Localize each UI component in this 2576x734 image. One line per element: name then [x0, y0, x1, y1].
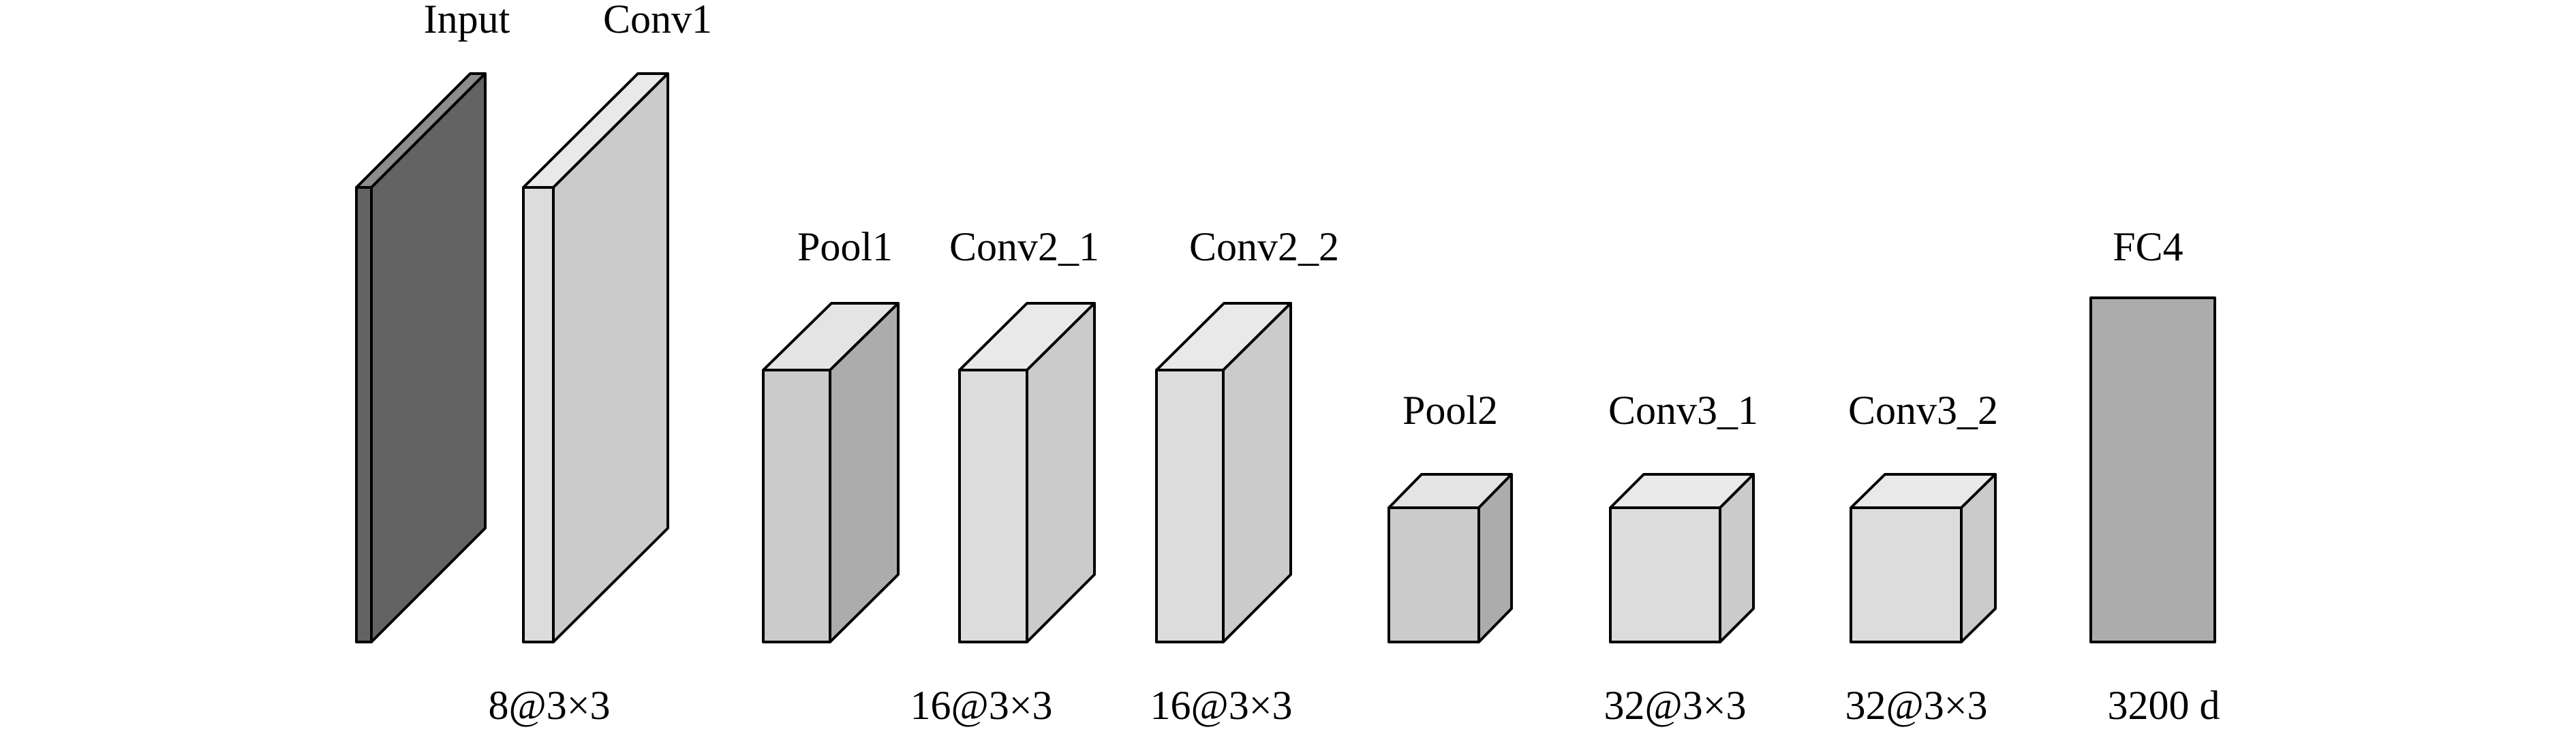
- conv1-size-label: 8@3×3: [488, 683, 610, 728]
- pool1-front-face: [762, 369, 831, 643]
- pool2-name-label: Pool2: [1402, 388, 1498, 433]
- conv1-name-label: Conv1: [603, 0, 712, 42]
- conv2-1-front-face: [958, 369, 1028, 643]
- layer-conv2-2: Conv2_2 16@3×3: [1150, 224, 1339, 728]
- layer-input: Input: [355, 0, 510, 643]
- layer-fc4: FC4 3200 d: [2089, 224, 2220, 728]
- layer-pool2: Pool2: [1387, 388, 1513, 643]
- conv3-2-size-label: 32@3×3: [1845, 683, 1987, 728]
- conv3-2-front-face: [1850, 506, 1963, 643]
- fc4-block: [2089, 296, 2216, 643]
- conv2-2-name-label: Conv2_2: [1189, 224, 1339, 269]
- input-front-face: [355, 186, 373, 643]
- conv3-1-name-label: Conv3_1: [1608, 388, 1758, 433]
- layer-conv3-2: Conv3_2 32@3×3: [1845, 388, 1998, 728]
- pool1-name-label: Pool1: [797, 224, 893, 269]
- fc4-size-label: 3200 d: [2108, 683, 2220, 728]
- conv3-1-front-face: [1609, 506, 1721, 643]
- conv1-front-face: [522, 186, 555, 643]
- layer-pool1: Pool1: [762, 224, 900, 643]
- layer-conv3-1: Conv3_1 32@3×3: [1604, 388, 1758, 728]
- layer-conv1: Conv1 8@3×3: [488, 0, 712, 728]
- conv2-1-name-label: Conv2_1: [949, 224, 1099, 269]
- conv2-2-front-face: [1155, 369, 1225, 643]
- input-name-label: Input: [424, 0, 510, 42]
- layer-conv2-1: Conv2_1 16@3×3: [910, 224, 1099, 728]
- conv2-1-size-label: 16@3×3: [910, 683, 1052, 728]
- pool2-front-face: [1387, 506, 1480, 643]
- conv2-2-size-label: 16@3×3: [1150, 683, 1292, 728]
- fc4-name-label: FC4: [2113, 224, 2183, 269]
- conv3-2-name-label: Conv3_2: [1848, 388, 1998, 433]
- conv3-1-size-label: 32@3×3: [1604, 683, 1746, 728]
